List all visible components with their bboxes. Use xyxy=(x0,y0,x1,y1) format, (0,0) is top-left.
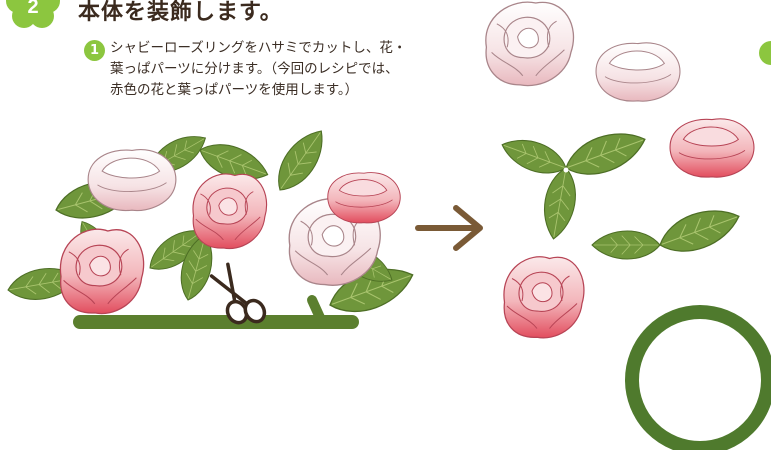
leaf-parts xyxy=(496,122,746,262)
rose-parts xyxy=(485,1,755,339)
instruction-text: シャビーローズリングをハサミでカットし、花・ 葉っぱパーツに分けます。（今回のレ… xyxy=(110,38,470,101)
rose-wreath-cut xyxy=(4,121,420,329)
instruction-line: シャビーローズリングをハサミでカットし、花・ xyxy=(110,40,407,56)
step-number-badge: 2 xyxy=(6,0,60,28)
next-step-badge xyxy=(759,41,771,65)
step-number: 2 xyxy=(27,0,38,18)
scissors-icon xyxy=(209,262,267,325)
instruction-line: 赤色の花と葉っぱパーツを使用します。） xyxy=(110,82,359,98)
substep-number: 1 xyxy=(84,40,105,61)
step-title: 本体を装飾します。 xyxy=(78,0,283,25)
arrow-right-icon xyxy=(415,205,483,251)
instruction-line: 葉っぱパーツに分けます。（今回のレシピでは、 xyxy=(110,61,399,77)
green-ring xyxy=(625,305,771,450)
